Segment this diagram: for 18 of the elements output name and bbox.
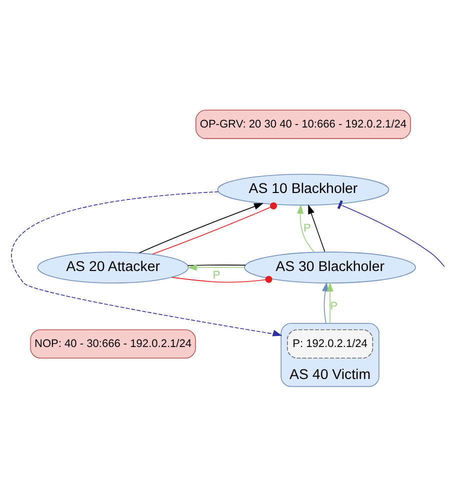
connector	[187, 264, 246, 266]
arrow	[296, 204, 315, 252]
arrow	[322, 281, 329, 324]
arrow	[187, 264, 245, 270]
node-box: P: 192.0.2.1/24	[287, 328, 374, 358]
arrow	[11, 190, 282, 336]
node-ellipse: AS 20 Attacker	[37, 251, 189, 283]
arrow	[326, 282, 334, 324]
connector	[152, 202, 278, 254]
arrow	[138, 202, 264, 253]
edge-label: P	[330, 300, 338, 312]
edge-label: P	[303, 222, 311, 234]
arrow	[308, 204, 326, 252]
node-box: OP-GRV: 20 30 40 - 10:666 - 192.0.2.1/24	[195, 109, 411, 138]
edge-label: P	[212, 269, 220, 282]
node-box: NOP: 40 - 30:666 - 192.0.2.1/24	[30, 328, 196, 358]
connector	[337, 200, 445, 267]
connector	[171, 275, 272, 282]
